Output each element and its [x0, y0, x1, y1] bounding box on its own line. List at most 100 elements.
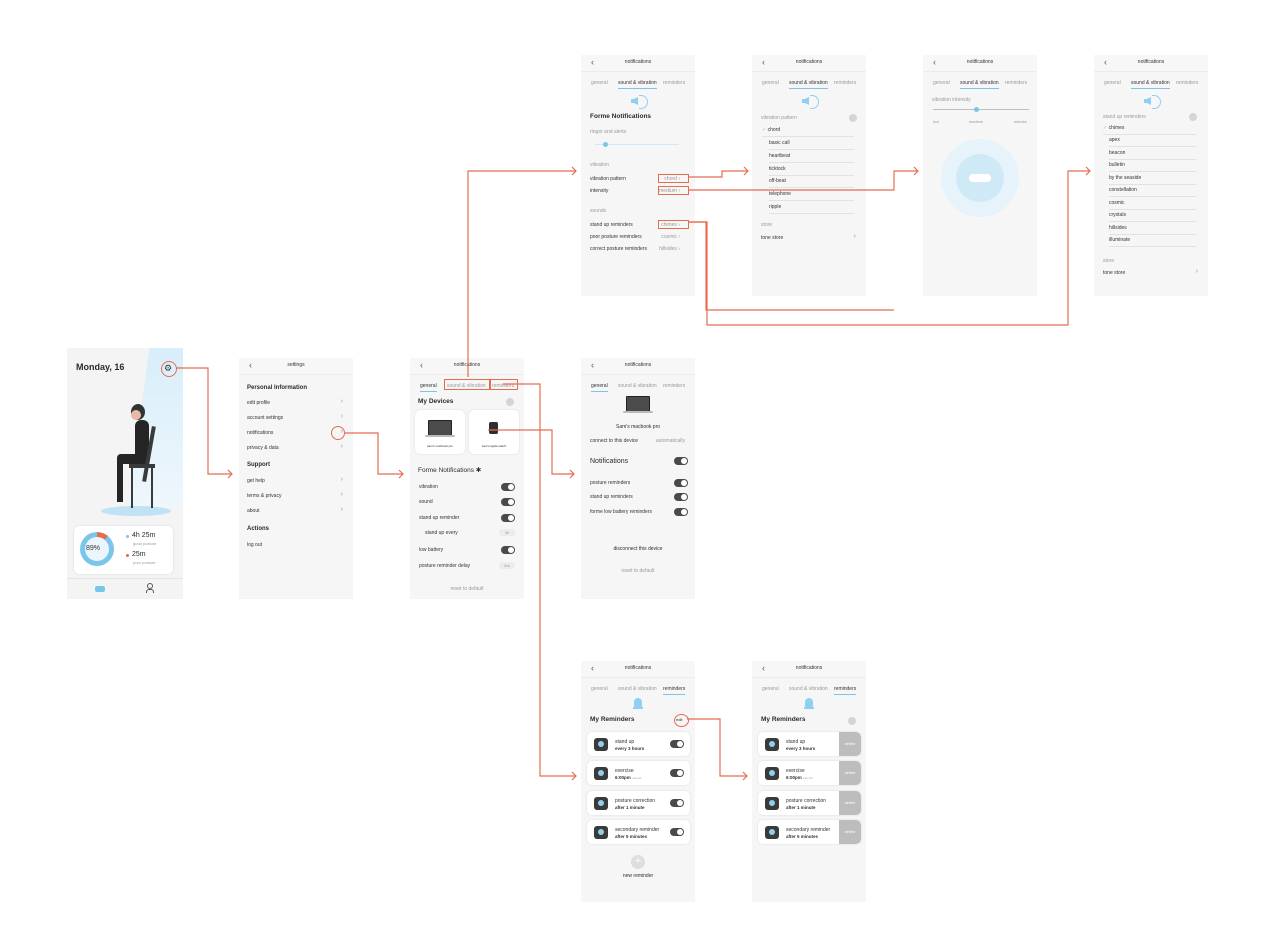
stand-reminders-toggle[interactable] — [674, 493, 688, 501]
tab-sound[interactable]: sound & vibration — [618, 383, 657, 389]
notifications-row[interactable]: notifications› — [247, 428, 343, 436]
intensity-slider-knob[interactable] — [974, 107, 979, 112]
vibration-toggle[interactable] — [501, 483, 515, 491]
privacy-row[interactable]: privacy & data› — [247, 443, 343, 451]
tab-sound[interactable]: sound & vibration — [789, 80, 828, 89]
new-reminder-label[interactable]: new reminder — [622, 873, 654, 879]
tab-general[interactable]: general — [1104, 80, 1121, 86]
intensity-slider[interactable] — [933, 109, 1029, 110]
tone-item[interactable]: hillsides — [1109, 225, 1196, 235]
reminder-card[interactable]: secondary reminder after 5 minutes delet… — [758, 820, 861, 844]
edit-button[interactable]: edit — [676, 717, 683, 722]
tab-general[interactable]: general — [762, 686, 779, 692]
tone-item[interactable]: apex — [1109, 137, 1196, 147]
terms-row[interactable]: terms & privacy› — [247, 491, 343, 499]
tone-item[interactable]: crystals — [1109, 212, 1196, 222]
play-icon[interactable] — [1189, 113, 1197, 121]
reminder-card[interactable]: stand up every 3 hours delete — [758, 732, 861, 756]
tab-reminders[interactable]: reminders — [1176, 80, 1199, 86]
reminder-toggle[interactable] — [670, 769, 684, 777]
reminder-card[interactable]: stand up every 3 hours — [587, 732, 690, 756]
delay-value[interactable]: 5m — [499, 562, 515, 569]
tone-item[interactable]: by the seaside — [1109, 175, 1196, 185]
reminder-toggle[interactable] — [670, 740, 684, 748]
ringer-slider-knob[interactable] — [603, 142, 608, 147]
pattern-item[interactable]: ✓ chord — [762, 127, 854, 137]
notifications-toggle[interactable] — [674, 457, 688, 465]
reminder-toggle[interactable] — [670, 828, 684, 836]
tab-sound[interactable]: sound & vibration — [447, 383, 486, 389]
back-icon[interactable]: ‹ — [591, 663, 594, 673]
tone-item[interactable]: ✓ chimes — [1103, 125, 1196, 135]
delete-button[interactable]: delete — [839, 791, 861, 815]
tab-sound[interactable]: sound & vibration — [789, 686, 828, 692]
ringer-slider[interactable] — [595, 144, 679, 145]
reminder-card[interactable]: secondary reminder after 5 minutes — [587, 820, 690, 844]
reminder-card[interactable]: exercise 6:00pm mon-fri — [587, 761, 690, 785]
device-card-macbook[interactable]: sam's macbook pro — [415, 410, 465, 454]
tone-item[interactable]: cosmic — [1109, 200, 1196, 210]
pattern-item[interactable]: basic call — [769, 140, 854, 150]
disconnect-button[interactable]: disconnect this device — [613, 546, 663, 552]
edit-profile-row[interactable]: edit profile› — [247, 398, 343, 406]
delete-button[interactable]: delete — [839, 732, 861, 756]
reset-link[interactable]: reset to default — [621, 568, 655, 574]
gear-icon[interactable]: ⚙ — [164, 363, 173, 373]
tab-reminders[interactable]: reminders — [663, 686, 686, 695]
tab-general[interactable]: general — [591, 686, 608, 692]
tone-store-row[interactable]: tone store› — [761, 233, 856, 241]
back-icon[interactable]: ‹ — [591, 57, 594, 67]
add-device-icon[interactable] — [506, 398, 514, 406]
tab-reminders[interactable]: reminders — [663, 80, 686, 86]
back-icon[interactable]: ‹ — [1104, 57, 1107, 67]
sound-toggle[interactable] — [501, 498, 515, 506]
stand-every-value[interactable]: 4h — [499, 529, 515, 536]
posture-reminders-toggle[interactable] — [674, 479, 688, 487]
stand-reminder-toggle[interactable] — [501, 514, 515, 522]
tone-store-row[interactable]: tone store› — [1103, 268, 1198, 276]
tab-sound[interactable]: sound & vibration — [618, 686, 657, 692]
logout-row[interactable]: log out — [247, 542, 263, 548]
tab-general[interactable]: general — [933, 80, 950, 86]
vibration-preview-button[interactable] — [969, 174, 991, 182]
back-icon[interactable]: ‹ — [249, 360, 252, 370]
done-icon[interactable] — [848, 717, 856, 725]
back-icon[interactable]: ‹ — [420, 360, 423, 370]
delete-button[interactable]: delete — [839, 820, 861, 844]
back-icon[interactable]: ‹ — [933, 57, 936, 67]
low-battery-reminders-toggle[interactable] — [674, 508, 688, 516]
delete-button[interactable]: delete — [839, 761, 861, 785]
tab-general[interactable]: general — [762, 80, 779, 86]
tab-general[interactable]: general — [591, 80, 608, 86]
back-icon[interactable]: ‹ — [762, 663, 765, 673]
tone-item[interactable]: constellation — [1109, 187, 1196, 197]
pattern-item[interactable]: heartbeat — [769, 153, 854, 163]
pattern-item[interactable]: off-beat — [769, 178, 854, 188]
play-icon[interactable] — [849, 114, 857, 122]
tab-reminders[interactable]: reminders — [834, 686, 857, 695]
gear-icon[interactable]: ✱ — [475, 467, 482, 474]
pattern-item[interactable]: telephone — [769, 191, 854, 201]
tab-general[interactable]: general — [591, 383, 608, 392]
back-icon[interactable]: ‹ — [762, 57, 765, 67]
tab-general[interactable]: general — [420, 383, 437, 392]
tone-item[interactable]: bulletin — [1109, 162, 1196, 172]
tab-reminders[interactable]: reminders — [663, 383, 686, 389]
about-row[interactable]: about› — [247, 506, 343, 514]
back-icon[interactable]: ‹ — [591, 360, 594, 370]
tab-sound[interactable]: sound & vibration — [1131, 80, 1170, 89]
device-card-watch[interactable]: sam's apple watch — [469, 410, 519, 454]
home-tab-icon[interactable] — [95, 586, 105, 592]
reminder-toggle[interactable] — [670, 799, 684, 807]
tab-sound[interactable]: sound & vibration — [960, 80, 999, 89]
pattern-item[interactable]: ripple — [769, 204, 854, 214]
reminder-card[interactable]: posture correction after 1 minute — [587, 791, 690, 815]
pattern-item[interactable]: ticktock — [769, 166, 854, 176]
reminder-card[interactable]: posture correction after 1 minute delete — [758, 791, 861, 815]
